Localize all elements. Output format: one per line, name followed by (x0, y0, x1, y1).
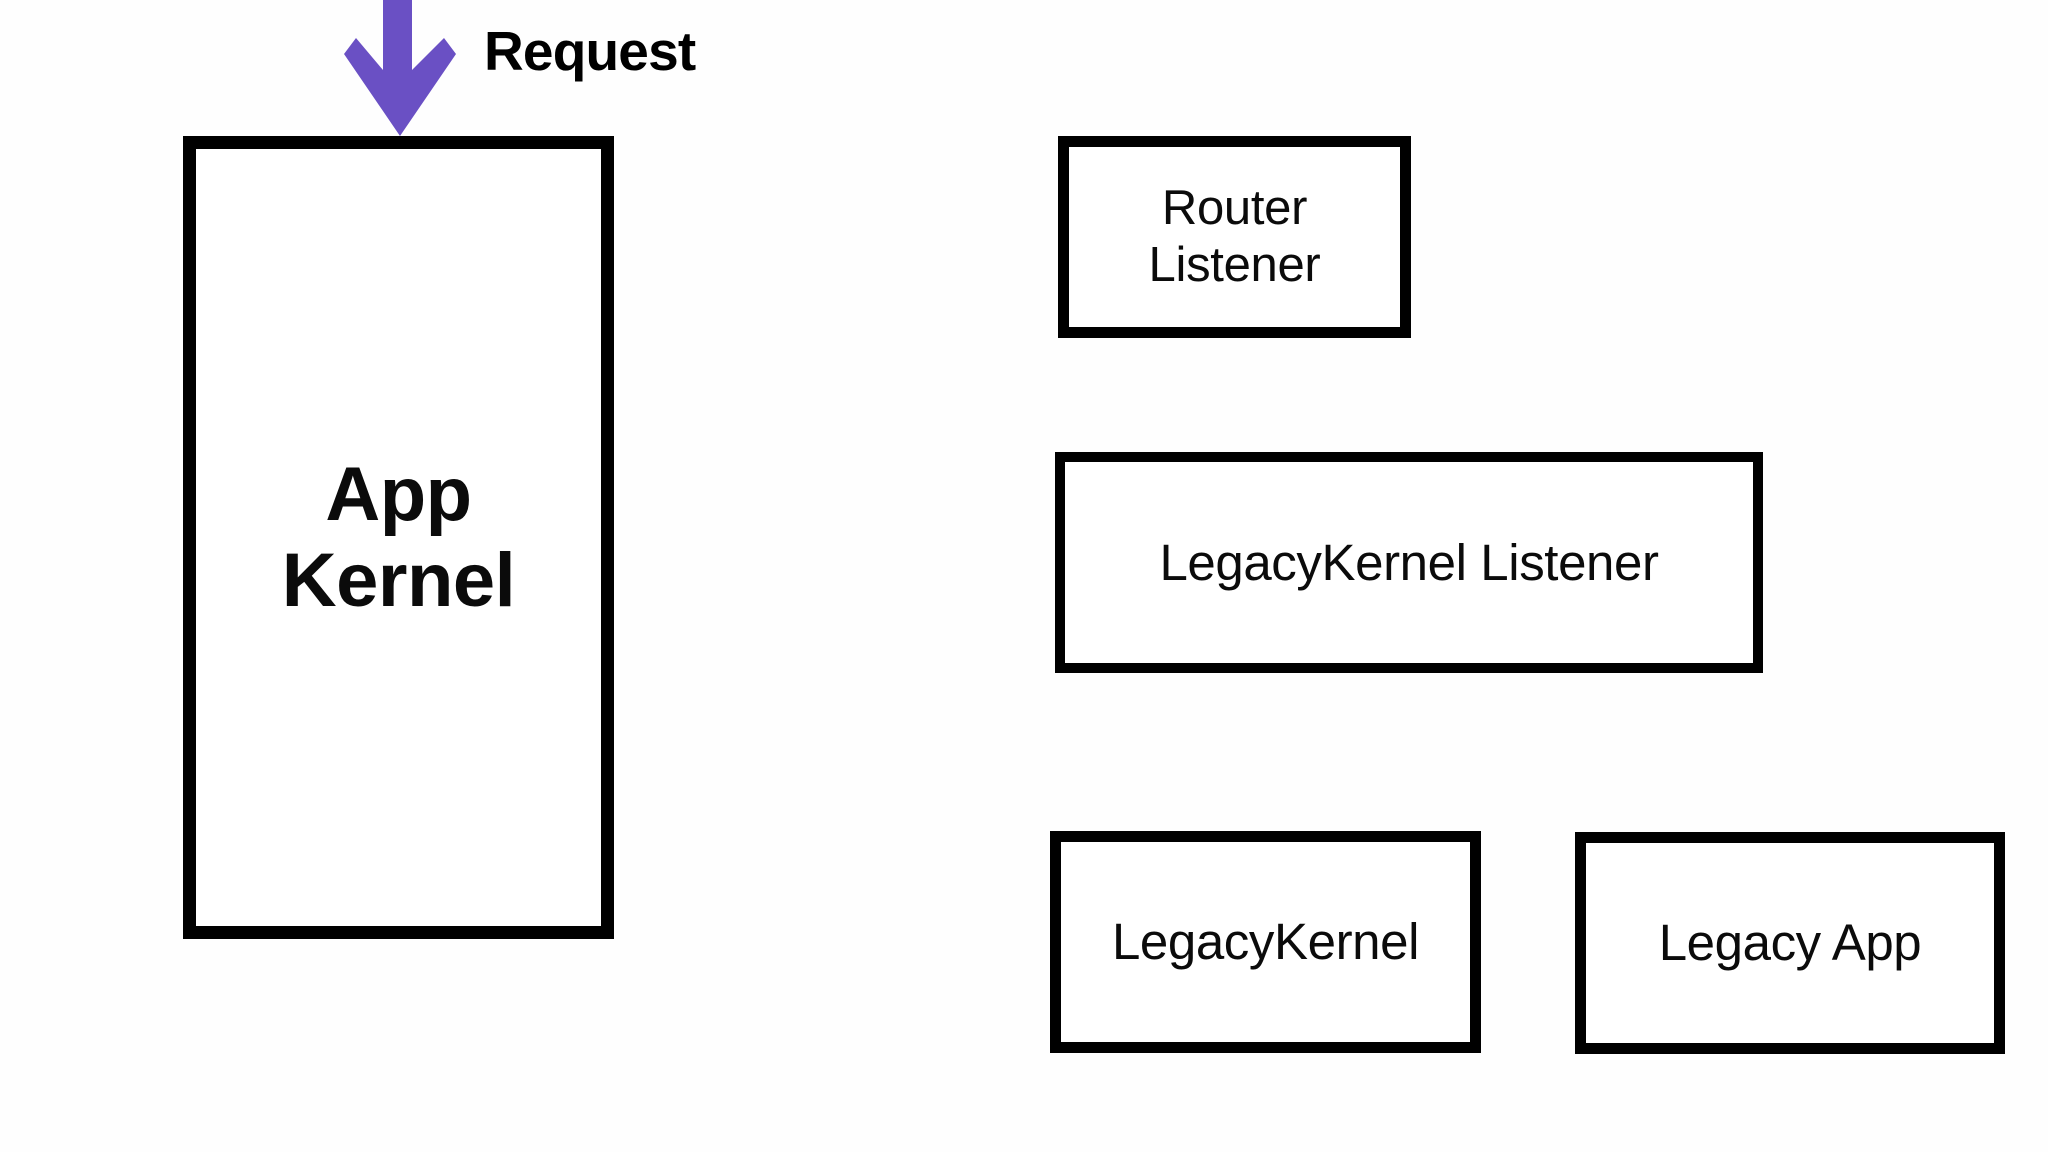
request-arrow-label: Request (484, 20, 696, 82)
legacy-app-label: Legacy App (1658, 914, 1922, 972)
router-listener-label: Router Listener (1148, 181, 1321, 292)
app-kernel-label: App Kernel (281, 452, 516, 623)
legacykernel-listener-label: LegacyKernel Listener (1159, 533, 1659, 591)
legacy-app-box[interactable]: Legacy App (1575, 832, 2005, 1054)
down-arrow-icon (344, 0, 456, 136)
app-kernel-box[interactable]: App Kernel (183, 136, 614, 939)
legacykernel-label: LegacyKernel (1111, 913, 1420, 971)
legacykernel-listener-box[interactable]: LegacyKernel Listener (1055, 452, 1763, 673)
router-listener-box[interactable]: Router Listener (1058, 136, 1411, 338)
legacykernel-box[interactable]: LegacyKernel (1050, 831, 1481, 1053)
